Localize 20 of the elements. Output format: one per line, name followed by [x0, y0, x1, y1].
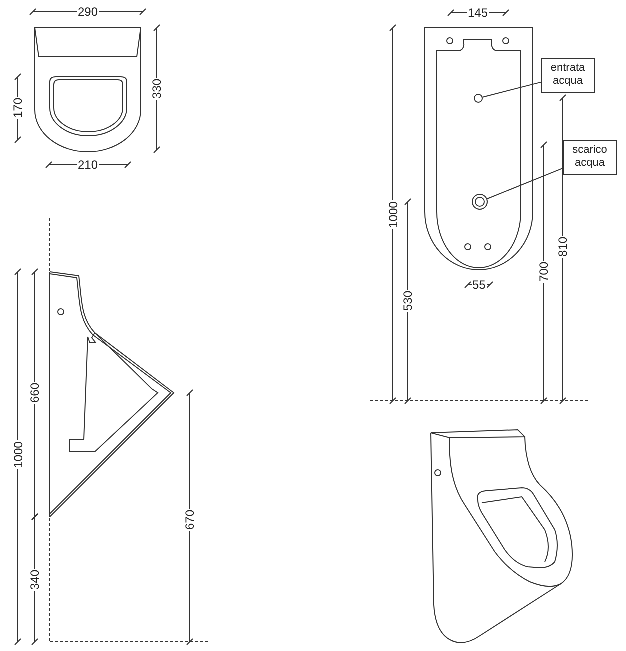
dimension-value: 660	[29, 382, 42, 404]
callout-box: entrata acqua	[541, 58, 595, 93]
leader-line	[486, 168, 564, 200]
dimension-value: 55	[472, 279, 487, 291]
dimension-value: 530	[402, 290, 414, 312]
drain-hole	[472, 194, 488, 210]
dimension-value: 670	[184, 508, 196, 532]
dimension-value: 340	[29, 568, 42, 592]
inlet-hole	[474, 94, 483, 103]
dimension-value: 1000	[386, 200, 399, 230]
dimension-value: 810	[557, 236, 570, 258]
dimension-value: 1000	[12, 440, 24, 470]
dimension-value: 145	[467, 7, 490, 19]
dimension-value: 700	[538, 260, 550, 284]
leader-line	[482, 82, 542, 98]
dimension-value: 290	[77, 6, 100, 18]
callout-box: scarico acqua	[563, 140, 617, 175]
dimension-value: 330	[151, 78, 164, 100]
dimension-value: 170	[12, 96, 24, 120]
dimension-value: 210	[77, 159, 100, 171]
